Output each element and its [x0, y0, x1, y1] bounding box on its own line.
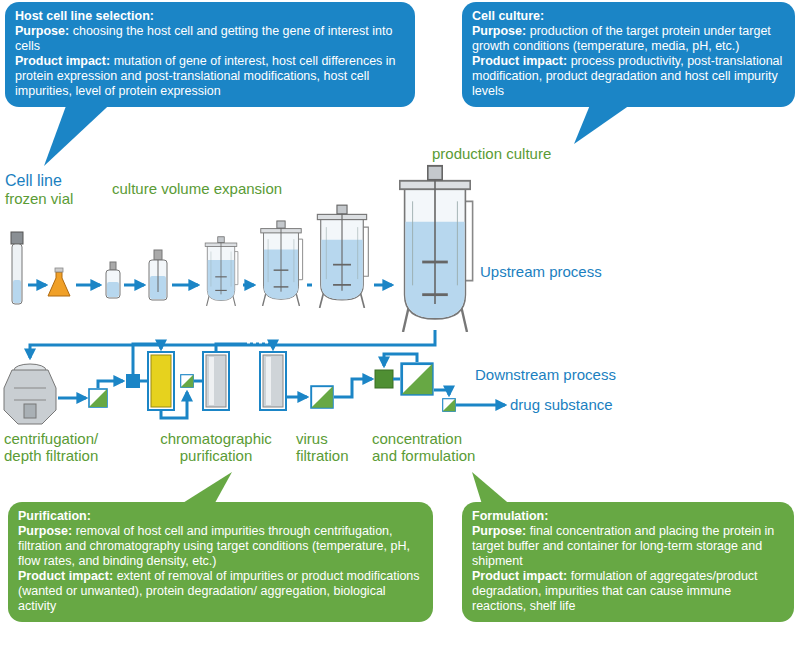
flow-line [140, 380, 147, 383]
flow-arrow [286, 396, 307, 399]
callout-heading: Cell culture: [472, 9, 785, 24]
depth-filter [89, 389, 107, 407]
flow-arrow [28, 284, 46, 287]
flow-line [194, 380, 202, 383]
callout-key: Purpose: [18, 524, 72, 538]
callout-tail [574, 105, 630, 144]
callout-box: Cell culture:Purpose:production of the t… [462, 2, 795, 107]
callout-paragraph: Purpose:final concentration and placing … [472, 524, 784, 569]
flow-line [393, 378, 400, 381]
process-label: culture volume expansion [112, 180, 312, 197]
process-label: frozen vial [5, 190, 95, 207]
seed-bioreactor [205, 237, 238, 306]
flow-arrow [124, 284, 144, 287]
culture-bottle [149, 250, 167, 300]
callout-box: Purification:Purpose:removal of host cel… [8, 502, 433, 622]
ultrafiltration-unit [402, 364, 433, 395]
flow-line [307, 284, 312, 287]
chromatography-column [148, 352, 174, 410]
callout-box: Formulation:Purpose:final concentration … [462, 502, 794, 622]
callout-paragraph: Product impact:extent of removal of impu… [18, 569, 423, 614]
callout-heading: Purification: [18, 509, 423, 524]
flow-arrow [98, 381, 123, 388]
callout-text: removal of host cell and impurities thro… [18, 524, 410, 568]
chromatography-column [260, 352, 286, 410]
callout-paragraph: Purpose:choosing the host cell and getti… [15, 24, 405, 54]
callout-key: Purpose: [15, 24, 69, 38]
seed-bioreactor [261, 221, 303, 306]
callout-key: Product impact: [15, 54, 110, 68]
callout-key: Purpose: [472, 24, 526, 38]
formulation-tank [375, 370, 393, 388]
filter [181, 375, 194, 388]
callout-key: Product impact: [472, 54, 567, 68]
callout-paragraph: Purpose:production of the target protein… [472, 24, 785, 54]
flow-arrow [30, 330, 435, 358]
process-label: concentration and formulation [372, 430, 487, 464]
shake-flask [48, 268, 70, 296]
virus-filter [311, 386, 333, 408]
process-label: Upstream process [480, 263, 630, 280]
process-label: Downstream process [475, 366, 635, 383]
flow-line [216, 344, 244, 352]
flow-arrow [172, 284, 198, 287]
flow-arrow [434, 390, 449, 395]
process-label: chromatographic purification [150, 430, 282, 464]
centrifuge [4, 364, 56, 424]
flow-arrow [161, 392, 187, 418]
callout-paragraph: Product impact:mutation of gene of inter… [15, 54, 405, 99]
callout-heading: Host cell line selection: [15, 9, 405, 24]
buffer-tank [126, 374, 140, 388]
production-bioreactor [400, 166, 473, 332]
callout-key: Product impact: [472, 569, 567, 583]
callout-paragraph: Purpose:removal of host cell and impurit… [18, 524, 423, 569]
flow-arrow [58, 397, 86, 400]
process-label: centrifugation/ depth filtration [4, 430, 122, 464]
optional-flow [244, 344, 273, 349]
process-label: production culture [432, 145, 572, 162]
process-label: Cell line [5, 171, 95, 190]
flow-arrow [374, 284, 392, 287]
frozen-vial [11, 232, 23, 304]
flow-arrow [456, 404, 505, 407]
seed-bioreactor [317, 205, 368, 308]
flow-arrow [243, 284, 254, 287]
final-filter [443, 399, 456, 412]
callout-paragraph: Product impact:process productivity, pos… [472, 54, 785, 99]
process-label: drug substance [510, 396, 640, 413]
process-label: virus filtration [296, 430, 366, 464]
callout-paragraph: Product impact:formulation of aggregates… [472, 569, 784, 614]
callout-text: choosing the host cell and getting the g… [15, 24, 392, 53]
flow-arrow [334, 379, 372, 397]
culture-bottle [106, 262, 120, 298]
callout-key: Purpose: [472, 524, 526, 538]
chromatography-column [203, 352, 229, 410]
callout-key: Product impact: [18, 569, 113, 583]
callout-heading: Formulation: [472, 509, 784, 524]
callout-box: Host cell line selection:Purpose:choosin… [5, 2, 415, 107]
flow-arrow [76, 284, 100, 287]
